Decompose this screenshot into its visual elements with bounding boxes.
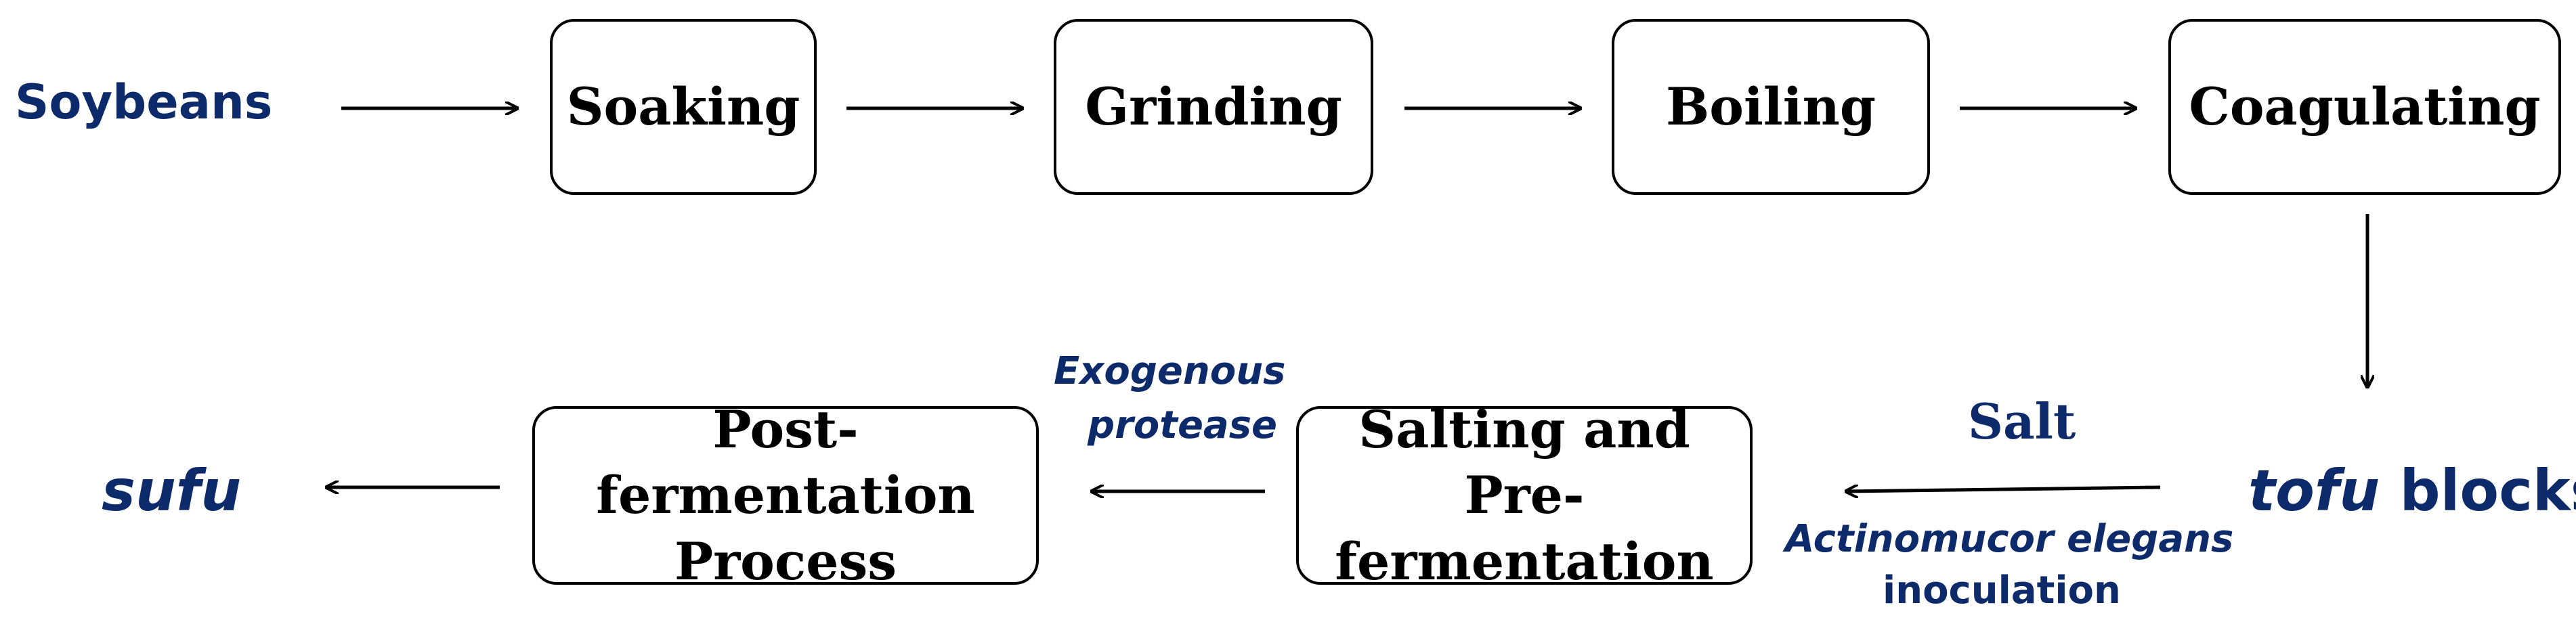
exogenous-label: Exogenous — [1054, 349, 1285, 393]
exogenous-word: Exogenous — [1054, 349, 1286, 393]
organism-name: Actinomucor elegans — [1785, 517, 2234, 561]
soybeans-label: Soybeans — [15, 74, 273, 130]
salting-prefermentation-box: Salting and Pre- fermentation — [1296, 399, 1753, 592]
soaking-box: Soaking — [550, 19, 817, 195]
tofu-word: tofu — [2248, 458, 2380, 524]
coagulating-box: Coagulating — [2168, 19, 2561, 195]
salt-label: Salt — [1968, 393, 2076, 450]
grinding-box: Grinding — [1054, 19, 1373, 195]
sufu-label: sufu — [102, 458, 241, 524]
boiling-box: Boiling — [1612, 19, 1930, 195]
organism-label: Actinomucor elegans — [1785, 517, 2233, 561]
post-fermentation-box: Post-fermentation Process — [532, 399, 1039, 592]
arrow-tofu-to-salting — [1846, 487, 2161, 491]
protease-word: protease — [1088, 403, 1278, 447]
inoculation-label: inoculation — [1883, 569, 2121, 612]
protease-label: protease — [1088, 403, 1277, 447]
salting-line-2: fermentation — [1335, 531, 1714, 592]
sufu-word: sufu — [102, 458, 242, 524]
tofu-blocks-label: tofu blocks — [2248, 458, 2576, 524]
blocks-word: blocks — [2399, 458, 2576, 524]
post-line-2: Process — [674, 531, 897, 592]
salting-line-1: Salting and Pre- — [1358, 399, 1690, 526]
post-line-1: Post-fermentation — [596, 399, 975, 526]
